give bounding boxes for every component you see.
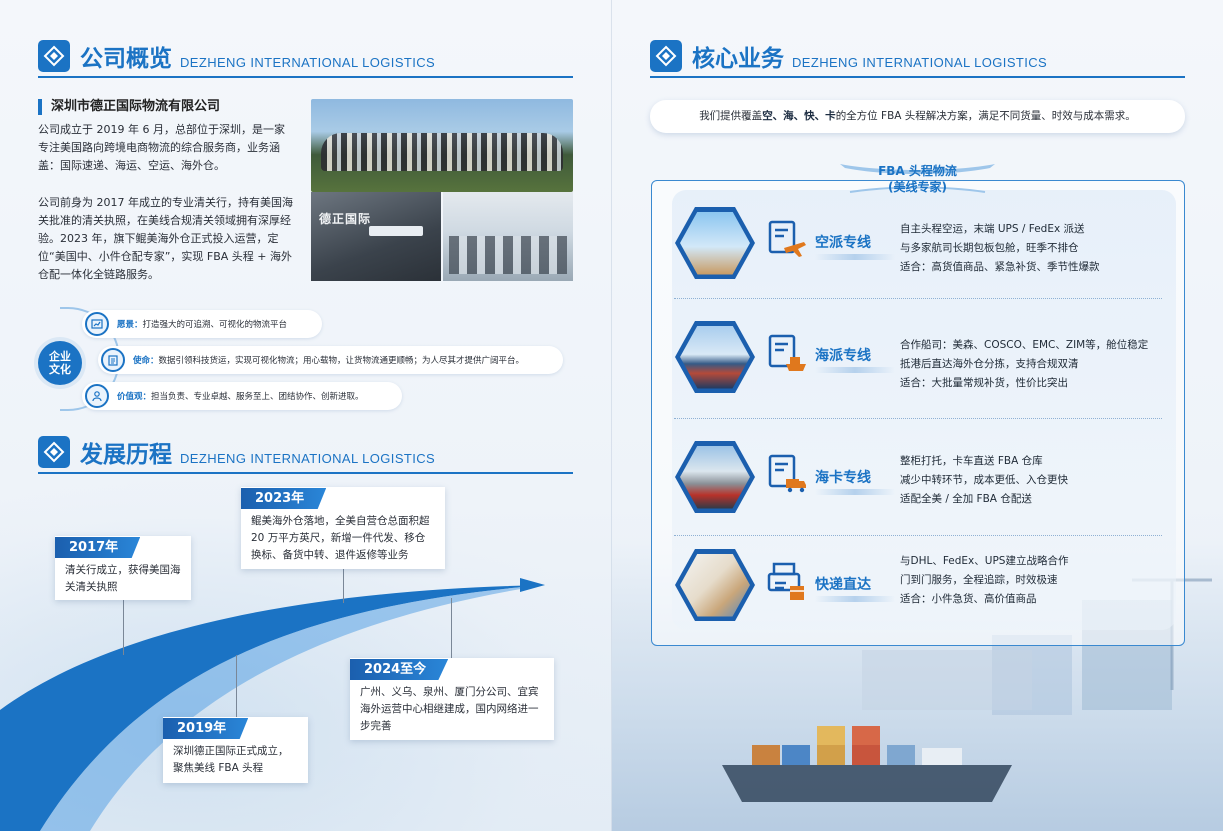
milestone-desc: 清关行成立，获得美国海关清关执照 (65, 564, 181, 593)
milestone-2023: 2023年 鲲美海外仓落地，全美自营仓总面积超 20 万平方英尺，新增一件代发、… (241, 487, 445, 569)
printer-box-icon (767, 562, 804, 600)
service-name-truck: 海卡专线 (815, 467, 895, 495)
service-desc-air: 自主头程空运，末端 UPS / FedEx 派送 与多家航司长期包板包舱，旺季不… (900, 220, 1100, 277)
timeline-connector (236, 655, 237, 717)
chart-icon (85, 312, 109, 336)
timeline-wave (0, 578, 545, 831)
timeline-connector (343, 568, 344, 603)
desc-line: 适合：高货值商品、紧急补货、季节性爆款 (900, 261, 1100, 273)
desc-line: 门到门服务，全程追踪，时效极速 (900, 574, 1058, 586)
milestone-desc: 深圳德正国际正式成立，聚焦美线 FBA 头程 (173, 745, 289, 774)
services-panel-inner (672, 190, 1176, 630)
culture-value: 担当负责、专业卓越、服务至上、团结协作、创新进取。 (151, 392, 364, 402)
milestone-2017: 2017年 清关行成立，获得美国海关清关执照 (55, 536, 191, 600)
timeline-connector (123, 600, 124, 655)
panel-title-line1: FBA 头程物流 (878, 164, 957, 178)
overview-header: 公司概览 DEZHENG INTERNATIONAL LOGISTICS (38, 38, 573, 78)
office-sign-text: 德正国际 (319, 212, 372, 226)
service-separator (674, 535, 1162, 536)
core-header: 核心业务 DEZHENG INTERNATIONAL LOGISTICS (650, 38, 1185, 78)
history-subtitle: DEZHENG INTERNATIONAL LOGISTICS (180, 451, 436, 466)
service-separator (674, 298, 1162, 299)
office-sign-photo: 德正国际 (311, 192, 441, 281)
culture-badge: 企业文化 (38, 341, 82, 385)
service-separator (674, 418, 1162, 419)
milestone-year: 2017年 (55, 537, 141, 558)
culture-item-values: 价值观：担当负责、专业卓越、服务至上、团结协作、创新进取。 (82, 382, 402, 410)
service-name-air: 空派专线 (815, 232, 895, 260)
desc-line: 合作船司：美森、COSCO、EMC、ZIM等，舱位稳定 (900, 339, 1149, 351)
team-photo (311, 99, 573, 192)
service-name-sea: 海派专线 (815, 345, 895, 373)
culture-key: 价值观： (117, 392, 152, 402)
culture-value: 打造强大的可追溯、可视化的物流平台 (142, 320, 288, 330)
desc-line: 适合：小件急货、高价值商品 (900, 593, 1037, 605)
service-desc-sea: 合作船司：美森、COSCO、EMC、ZIM等，舱位稳定 抵港后直达海外仓分拣，支… (900, 336, 1148, 393)
milestone-year: 2023年 (241, 488, 327, 509)
people-icon (85, 384, 109, 408)
intro-prefix: 我们提供覆盖 (699, 110, 763, 122)
desc-line: 与DHL、FedEx、UPS建立战略合作 (900, 555, 1069, 567)
service-desc-express: 与DHL、FedEx、UPS建立战略合作 门到门服务，全程追踪，时效极速 适合：… (900, 552, 1068, 609)
timeline-connector (451, 598, 452, 658)
truck-icon (768, 454, 806, 493)
desc-line: 自主头程空运，末端 UPS / FedEx 派送 (900, 223, 1085, 235)
page-fold (611, 0, 612, 831)
culture-key: 愿景： (117, 320, 143, 330)
culture-value: 数据引领科技货运，实现可视化物流；用心载物，让货物流通更顺畅；为人尽其才提供广阔… (158, 356, 525, 366)
service-desc-truck: 整柜打托，卡车直送 FBA 仓库 减少中转环节，成本更低、入仓更快 适配全美 /… (900, 452, 1068, 509)
panel-title: FBA 头程物流 (美线专家) (840, 163, 995, 195)
desc-line: 减少中转环节，成本更低、入仓更快 (900, 474, 1068, 486)
intro-suffix: 的全方位 FBA 头程解决方案，满足不同货量、时效与成本需求。 (835, 110, 1136, 122)
office-interior-photo (443, 192, 573, 281)
overview-title: 公司概览 (80, 46, 172, 72)
core-title: 核心业务 (692, 46, 784, 72)
milestone-year: 2024至今 (350, 659, 449, 680)
panel-title-line2: (美线专家) (888, 180, 947, 194)
company-history-paragraph: 公司前身为 2017 年成立的专业清关行，持有美国海关批准的清关执照，在美线合规… (38, 196, 293, 281)
desc-line: 整柜打托，卡车直送 FBA 仓库 (900, 455, 1043, 467)
company-intro-paragraph: 公司成立于 2019 年 6 月，总部位于深圳，是一家专注美国路向跨境电商物流的… (38, 123, 285, 172)
core-intro: 我们提供覆盖空、海、快、卡的全方位 FBA 头程解决方案，满足不同货量、时效与成… (650, 100, 1185, 133)
ship-icon (768, 334, 806, 371)
desc-line: 抵港后直达海外仓分拣，支持合规双清 (900, 358, 1079, 370)
history-title: 发展历程 (80, 442, 172, 468)
milestone-2019: 2019年 深圳德正国际正式成立，聚焦美线 FBA 头程 (163, 717, 308, 783)
company-name: 深圳市德正国际物流有限公司 (38, 99, 220, 115)
desc-line: 适合：大批量常规补货，性价比突出 (900, 377, 1068, 389)
brand-logo-icon (38, 436, 70, 468)
intro-bold: 空、海、快、卡 (762, 110, 836, 122)
milestone-2024: 2024至今 广州、义乌、泉州、厦门分公司、宜宾海外运营中心相继建成，国内网络进… (350, 658, 554, 740)
overview-subtitle: DEZHENG INTERNATIONAL LOGISTICS (180, 55, 436, 70)
milestone-desc: 广州、义乌、泉州、厦门分公司、宜宾海外运营中心相继建成，国内网络进一步完善 (360, 686, 539, 732)
culture-badge-text: 企业文化 (49, 350, 71, 376)
milestone-desc: 鲲美海外仓落地，全美自营仓总面积超 20 万平方英尺，新增一件代发、移仓换标、备… (251, 515, 430, 561)
clipboard-icon (101, 348, 125, 372)
brand-logo-icon (38, 40, 70, 72)
desc-line: 与多家航司长期包板包舱，旺季不排仓 (900, 242, 1079, 254)
history-header: 发展历程 DEZHENG INTERNATIONAL LOGISTICS (38, 434, 573, 474)
desc-line: 适配全美 / 全加 FBA 仓配送 (900, 493, 1032, 505)
culture-key: 使命： (133, 356, 159, 366)
milestone-year: 2019年 (163, 718, 249, 739)
brand-logo-icon (650, 40, 682, 72)
panel-title-ribbon (840, 164, 995, 193)
culture-item-mission: 使命：数据引领科技货运，实现可视化物流；用心载物，让货物流通更顺畅；为人尽其才提… (98, 346, 563, 374)
culture-item-vision: 愿景：打造强大的可追溯、可视化的物流平台 (82, 310, 322, 338)
airplane-icon (768, 220, 806, 257)
service-name-express: 快递直达 (815, 574, 895, 602)
core-subtitle: DEZHENG INTERNATIONAL LOGISTICS (792, 55, 1048, 70)
